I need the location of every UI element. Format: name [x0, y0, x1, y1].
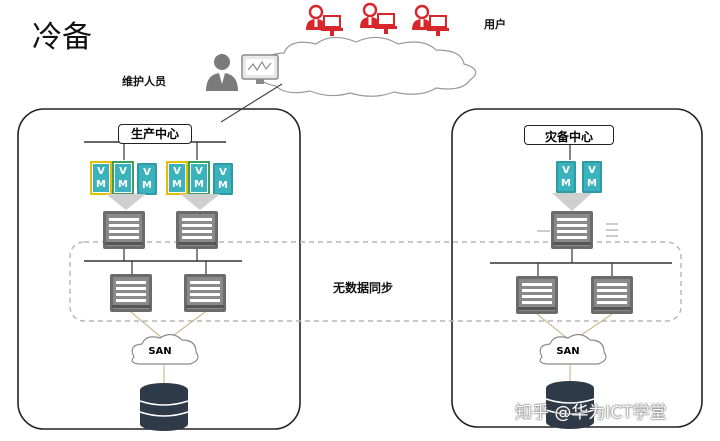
server-icon: [591, 276, 633, 314]
cloud-link-line: [220, 83, 283, 123]
deploy-arrow-icon: [180, 194, 220, 210]
user-at-computer-icon: [410, 4, 451, 38]
user-at-computer-icon: [358, 2, 399, 36]
server-icon: [176, 211, 218, 249]
no-sync-region: [69, 241, 682, 322]
storage-database-icon: [139, 383, 189, 431]
production-center-frame: [17, 108, 301, 430]
server-icon: [103, 211, 145, 249]
user-at-computer-icon: [304, 4, 345, 38]
watermark: 知乎 @华为ICT学堂: [515, 403, 667, 423]
vm-label: VM: [142, 167, 152, 191]
deploy-arrow-icon: [552, 193, 592, 211]
server-icon: [551, 211, 593, 249]
no-sync-label: 无数据同步: [333, 281, 394, 295]
internet-cloud-icon: [259, 36, 477, 97]
storage-database-icon: [545, 381, 595, 429]
vm-label: VM: [118, 166, 128, 190]
maintainer-icon: [206, 54, 279, 91]
vm-label: VM: [194, 166, 204, 190]
dr-center-label: 灾备中心: [524, 125, 614, 145]
page-title: 冷备: [32, 20, 92, 55]
vm-label: VM: [96, 166, 106, 190]
san-cloud-icon: [131, 333, 199, 365]
vm-label: VM: [172, 166, 182, 190]
vm-label: VM: [587, 165, 597, 189]
vm-label: VM: [218, 167, 228, 191]
production-center-label: 生产中心: [118, 124, 192, 144]
san-label-right: SAN: [556, 346, 580, 357]
san-label-left: SAN: [148, 346, 172, 357]
server-icon: [110, 274, 152, 312]
server-icon: [184, 274, 226, 312]
vm-group-left: [90, 161, 157, 195]
users-label: 用户: [484, 18, 506, 31]
server-icon: [516, 276, 558, 314]
vm-label: VM: [561, 165, 571, 189]
deploy-arrow-icon: [106, 194, 146, 210]
san-cloud-icon: [539, 333, 607, 365]
maintenance-label: 维护人员: [122, 75, 166, 88]
dr-center-frame: [451, 108, 703, 428]
